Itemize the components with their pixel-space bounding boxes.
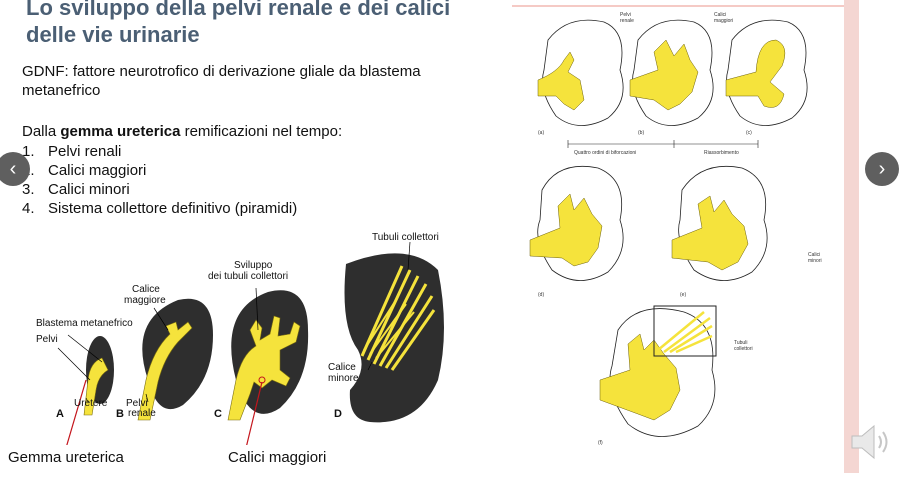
stage-d-kidney bbox=[344, 253, 444, 423]
speaker-icon bbox=[851, 424, 888, 460]
list-item: 2.Calici maggiori bbox=[22, 162, 147, 179]
label-calice: Calice bbox=[132, 284, 160, 295]
label-sviluppo: Sviluppo bbox=[234, 260, 273, 271]
label-sviluppo-tubuli: dei tubuli collettori bbox=[208, 271, 289, 282]
textbook-illustration bbox=[508, 0, 859, 473]
label-uretere: Uretere bbox=[74, 398, 108, 409]
intro-text: Dalla gemma ureterica remificazioni nel … bbox=[22, 123, 343, 140]
label-a: (a) bbox=[538, 130, 545, 136]
gemma-ureterica-arrow bbox=[65, 379, 87, 449]
letter-c: C bbox=[214, 408, 222, 420]
chevron-right-icon: › bbox=[878, 157, 886, 180]
label-calice-minore-1: Calice bbox=[328, 362, 356, 373]
gemma-ureterica-bold: gemma ureterica bbox=[60, 123, 181, 140]
next-slide-button[interactable]: › bbox=[865, 152, 899, 186]
stage-a-kidney bbox=[83, 336, 114, 416]
caption-calici-maggiori: Calici maggiori bbox=[228, 449, 327, 466]
list-item: 4.Sistema collettore definitivo (piramid… bbox=[22, 200, 298, 217]
label-quattro-ordini: Quattro ordini di biforcazioni bbox=[574, 150, 637, 156]
label-calici-minori: Calici bbox=[808, 252, 821, 258]
label-f: (f) bbox=[598, 440, 603, 446]
label-pelvi-renale-top-2: renale bbox=[620, 18, 634, 24]
label-e: (e) bbox=[680, 292, 687, 298]
letter-b: B bbox=[116, 408, 124, 420]
label-calice-maggiore: maggiore bbox=[124, 295, 166, 306]
label-tubuli-collettori-right: collettori bbox=[734, 346, 753, 352]
label-pelvi-renale-1: Pelvi bbox=[126, 398, 148, 409]
textbook-figure: Pelvi renale Calici maggiori (a) (b) (c)… bbox=[508, 0, 859, 473]
label-tubuli-collettori: Tubuli collettori bbox=[372, 232, 439, 243]
gdnf-definition: GDNF: fattore neurotrofico di derivazion… bbox=[22, 63, 421, 99]
previous-slide-button[interactable]: ‹ bbox=[0, 152, 30, 186]
label-calici-minori-2: minori bbox=[808, 258, 822, 264]
calici-maggiori-arrow bbox=[245, 381, 263, 449]
letter-a: A bbox=[56, 408, 64, 420]
list-item: 1.Pelvi renali bbox=[22, 143, 122, 160]
page-title: Lo sviluppo della pelvi renale e dei cal… bbox=[26, 0, 451, 47]
label-calici-maggiori-top: Calici bbox=[714, 12, 727, 18]
branching-list: 1.Pelvi renali 2.Calici maggiori 3.Calic… bbox=[22, 142, 297, 218]
kidney-development-figure: Tubuli collettori Sviluppo dei tubuli co… bbox=[18, 230, 458, 449]
label-c: (c) bbox=[746, 130, 752, 136]
label-blastema: Blastema metanefrico bbox=[36, 318, 133, 329]
caption-gemma-ureterica: Gemma ureterica bbox=[8, 449, 124, 466]
letter-d: D bbox=[334, 408, 342, 420]
label-calice-minore-2: minore bbox=[328, 373, 359, 384]
list-item: 3.Calici minori bbox=[22, 181, 130, 198]
label-d: (d) bbox=[538, 292, 545, 298]
label-pelvi-renale-2: renale bbox=[128, 408, 156, 419]
stage-b-kidney bbox=[137, 298, 213, 421]
label-tubuli: Tubuli bbox=[734, 340, 748, 346]
label-riassorbimento: Riassorbimento bbox=[704, 150, 739, 156]
label-pelvi: Pelvi bbox=[36, 334, 58, 345]
audio-button[interactable] bbox=[846, 418, 894, 471]
label-calici-maggiori-top-2: maggiori bbox=[714, 18, 734, 24]
chevron-left-icon: ‹ bbox=[9, 157, 17, 180]
kidney-stages-illustration bbox=[57, 241, 444, 449]
label-pelvi-renale-top: Pelvi bbox=[620, 12, 631, 18]
label-b: (b) bbox=[638, 130, 645, 136]
stage-c-kidney bbox=[227, 290, 309, 421]
